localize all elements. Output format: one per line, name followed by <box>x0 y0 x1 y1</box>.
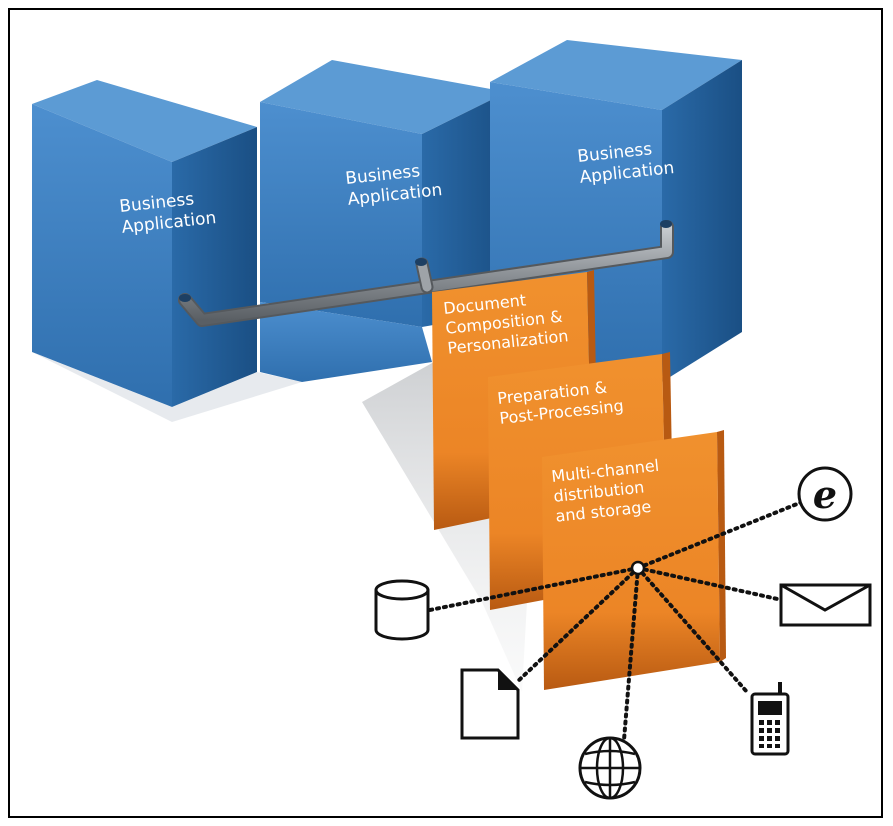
pipe-inlet-1 <box>179 294 191 302</box>
line-to-globe <box>622 566 640 742</box>
ie-letter: e <box>813 472 837 517</box>
diagram-canvas: Business Application Business Applicatio… <box>32 40 872 800</box>
pipe-connector <box>178 220 674 327</box>
layer-multichannel-distribution <box>542 430 726 690</box>
pipe-inlet-3 <box>660 220 672 228</box>
distribution-lines <box>428 500 804 742</box>
diagram-frame: Business Application Business Applicatio… <box>8 8 883 818</box>
internet-explorer-icon: e <box>797 466 853 522</box>
distribution-hub <box>630 560 646 576</box>
pipe-inlet-2 <box>415 258 427 266</box>
globe-icon <box>578 736 642 800</box>
line-to-document <box>515 566 640 684</box>
line-to-database <box>428 566 640 612</box>
document-icon <box>460 668 520 740</box>
line-to-phone <box>636 566 749 694</box>
business-application-box-1 <box>32 80 302 422</box>
line-to-email <box>636 566 784 602</box>
mobile-phone-icon <box>750 682 790 756</box>
line-to-ie <box>636 500 804 570</box>
business-application-box-2 <box>260 60 507 327</box>
envelope-icon <box>779 583 872 627</box>
database-icon <box>374 579 430 641</box>
business-application-box-2-lower <box>260 302 432 382</box>
